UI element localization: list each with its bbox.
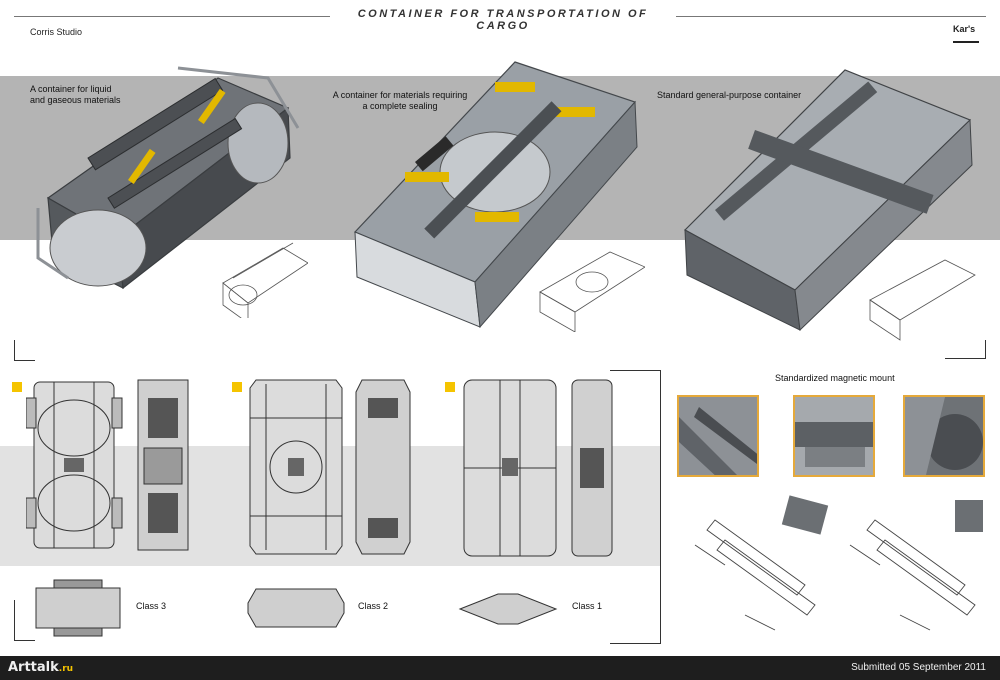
mount-detail-2 [793, 395, 875, 477]
mount-detail-image [679, 397, 757, 475]
frame-corner [14, 340, 35, 361]
blueprint-class3-top-view [26, 381, 123, 549]
mount-detail-3 [903, 395, 985, 477]
blueprint-class3-side-view [137, 379, 189, 551]
class1-label: Class 1 [572, 601, 603, 611]
class3-label: Class 3 [136, 601, 167, 611]
blueprint-class2-top-view [249, 379, 343, 555]
page-title: Container for transportation of cargo [357, 8, 649, 32]
class2-label: Class 2 [358, 601, 389, 611]
class-marker-square [445, 382, 455, 392]
studio-logo: Kar's [953, 24, 983, 44]
site-name: Arttalk [8, 660, 59, 675]
studio-name: Corris Studio [30, 27, 83, 37]
mount-detail-image [905, 397, 983, 475]
frame-corner [610, 370, 661, 644]
site-logo[interactable]: Arttalk.ru [8, 660, 73, 675]
blueprint-class1-side-view [571, 379, 613, 557]
mount-exploded-view-left [694, 495, 829, 631]
profile-class3 [35, 579, 121, 637]
mount-detail-image [795, 397, 873, 475]
caption-line: A container for liquid [30, 84, 112, 94]
render-sealed-container [353, 61, 645, 332]
blueprint-class2-side-view [355, 379, 411, 555]
caption-general-container: Standard general-purpose container [657, 90, 802, 100]
frame-corner [14, 600, 35, 641]
caption-line: A container for materials requiring [332, 90, 468, 100]
caption-liquid-container: A container for liquid and gaseous mater… [30, 84, 180, 106]
title-rule-left [14, 16, 330, 17]
footer-bar: Arttalk.ru Submitted 05 September 2011 [0, 656, 1000, 680]
logo-text: Kar's [953, 24, 976, 34]
title-bar: Container for transportation of cargo [0, 0, 1000, 32]
profile-class2 [247, 588, 345, 628]
submitted-date: Submitted 05 September 2011 [851, 662, 986, 673]
caption-line: a complete sealing [362, 101, 438, 111]
class-marker-square [232, 382, 242, 392]
caption-sealed-container: A container for materials requiring a co… [320, 90, 480, 112]
caption-line: and gaseous materials [30, 95, 121, 105]
magnetic-mount-title: Standardized magnetic mount [775, 373, 895, 383]
render-liquid-container [36, 66, 308, 318]
mount-exploded-view-right [849, 500, 983, 631]
frame-corner [945, 340, 986, 359]
site-tld: .ru [58, 664, 74, 674]
mount-detail-1 [677, 395, 759, 477]
logo-underline-icon [953, 41, 979, 43]
class-marker-square [12, 382, 22, 392]
render-general-container [684, 69, 976, 341]
title-rule-right [676, 16, 986, 17]
blueprint-class1-top-view [463, 379, 557, 557]
profile-class1 [458, 593, 558, 625]
